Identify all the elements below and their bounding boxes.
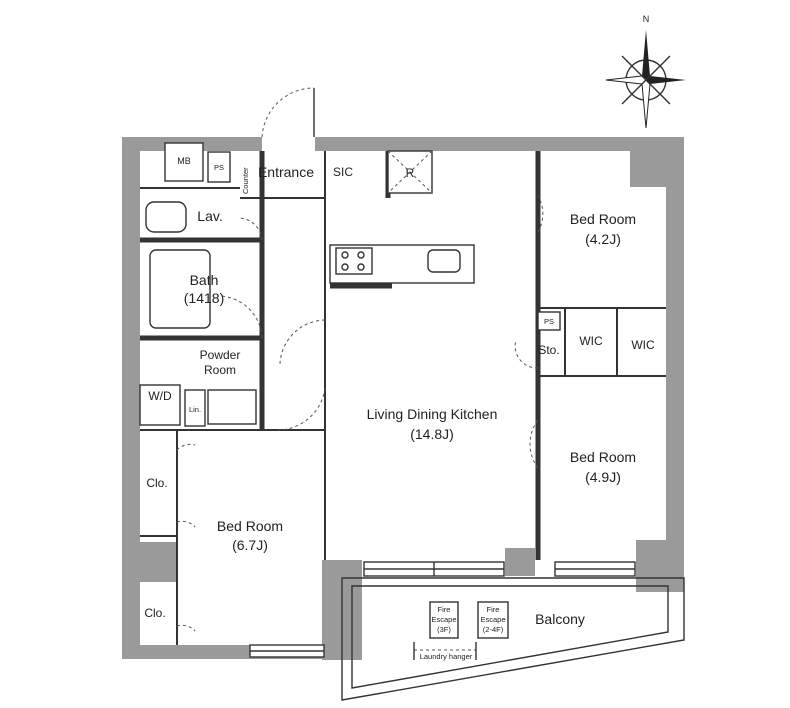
pipe-space-right <box>537 311 561 331</box>
pipe-space-top <box>207 151 231 183</box>
stove-burner-4 <box>357 263 365 271</box>
door-bed-top-right-swing <box>537 195 544 233</box>
label-bed-left-size: (6.7J) <box>232 537 268 553</box>
column-center <box>505 548 535 576</box>
washer-dryer-space <box>139 384 181 426</box>
label-r: R <box>406 166 415 180</box>
balcony-inner-line <box>351 585 669 689</box>
kitchen-sink <box>427 249 461 273</box>
label-ps-right: PS <box>544 317 554 326</box>
label-bed-bottom-right-size: (4.9J) <box>585 469 621 485</box>
stove <box>335 247 373 275</box>
label-wic-1: WIC <box>579 334 603 348</box>
label-clo-upper: Clo. <box>146 476 167 490</box>
compass-rose: N <box>605 14 686 129</box>
label-sto: Sto. <box>538 343 559 357</box>
door-ldk-swing <box>279 319 326 365</box>
wall-corner-top-right <box>630 151 666 187</box>
compass-needle-north <box>642 30 650 80</box>
room-labels: MB PS Counter Entrance SIC R Lav. Bath (… <box>144 156 655 620</box>
door-bed-left-swing <box>277 387 326 431</box>
label-counter: Counter <box>241 167 250 194</box>
refrigerator-diagonal-2 <box>387 150 433 194</box>
label-lav: Lav. <box>197 208 222 224</box>
balcony-outline <box>341 577 685 701</box>
compass-needle-south <box>641 79 651 129</box>
door-sto-swing <box>514 339 539 369</box>
fire-escape-2-4f: Fire Escape (2-4F) <box>477 601 509 639</box>
door-clo-upper-swing <box>176 443 196 451</box>
door-bath-swing <box>217 295 263 339</box>
label-clo-lower: Clo. <box>144 606 165 620</box>
powder-basin <box>207 389 257 425</box>
fire-escape-3f-line3: (3F) <box>437 625 451 634</box>
meter-box <box>164 142 204 182</box>
compass-needle-east <box>646 76 686 84</box>
wall-right <box>666 137 684 592</box>
label-wd: W/D <box>148 389 172 403</box>
fire-escape-3f-line1: Fire <box>438 605 451 614</box>
balcony-area: Balcony Fire Escape (3F) Fire Escape (2-… <box>341 577 685 701</box>
label-powder-line2: Room <box>204 363 236 377</box>
label-sic: SIC <box>333 165 353 179</box>
label-bed-bottom-right: Bed Room <box>570 449 636 465</box>
door-clo-lower-swing <box>176 624 196 632</box>
stove-burner-2 <box>357 251 365 259</box>
door-entrance-swing <box>261 87 315 138</box>
fire-escape-2-4f-line3: (2-4F) <box>483 625 504 634</box>
doors <box>176 87 544 632</box>
label-ldk-size: (14.8J) <box>410 426 454 442</box>
label-bath-size: (1418) <box>184 290 224 306</box>
label-ps-top: PS <box>214 163 224 172</box>
fire-escape-2-4f-line2: Escape <box>480 615 505 624</box>
interior-walls <box>139 142 666 645</box>
fire-escape-3f-hatch <box>429 601 459 639</box>
windows <box>249 561 636 658</box>
laundry-hanger-label: Laundry hanger <box>420 652 473 661</box>
stove-burner-1 <box>341 251 349 259</box>
wall-left <box>122 137 140 659</box>
stove-burner-3 <box>341 263 349 271</box>
wall-left-stub <box>122 420 140 432</box>
toilet <box>145 201 187 233</box>
label-wic-2: WIC <box>631 338 655 352</box>
compass-diagonal-2 <box>621 55 671 105</box>
door-lav-swing <box>239 217 263 241</box>
column-right <box>636 540 684 592</box>
balcony-label: Balcony <box>535 611 585 627</box>
label-ldk: Living Dining Kitchen <box>367 406 498 422</box>
label-bed-top-right-size: (4.2J) <box>585 231 621 247</box>
label-mb: MB <box>177 156 191 166</box>
wall-top-right <box>315 137 670 151</box>
fire-escape-2-4f-hatch <box>477 601 509 639</box>
label-lin: Lin. <box>189 405 201 414</box>
linen-cabinet <box>184 389 206 427</box>
label-bed-left: Bed Room <box>217 518 283 534</box>
door-clo-upper-swing-2 <box>176 520 196 528</box>
label-entrance: Entrance <box>258 164 314 180</box>
door-bed-bottom-right-swing <box>529 419 539 469</box>
fire-escape-2-4f-line1: Fire <box>487 605 500 614</box>
compass-north-label: N <box>643 14 650 24</box>
label-powder-line1: Powder <box>200 348 241 362</box>
fire-escape-3f: Fire Escape (3F) <box>429 601 459 639</box>
column-left <box>122 542 177 582</box>
label-bath: Bath <box>190 272 219 288</box>
bathtub <box>149 249 211 329</box>
label-bed-top-right: Bed Room <box>570 211 636 227</box>
fire-escape-3f-line2: Escape <box>431 615 456 624</box>
